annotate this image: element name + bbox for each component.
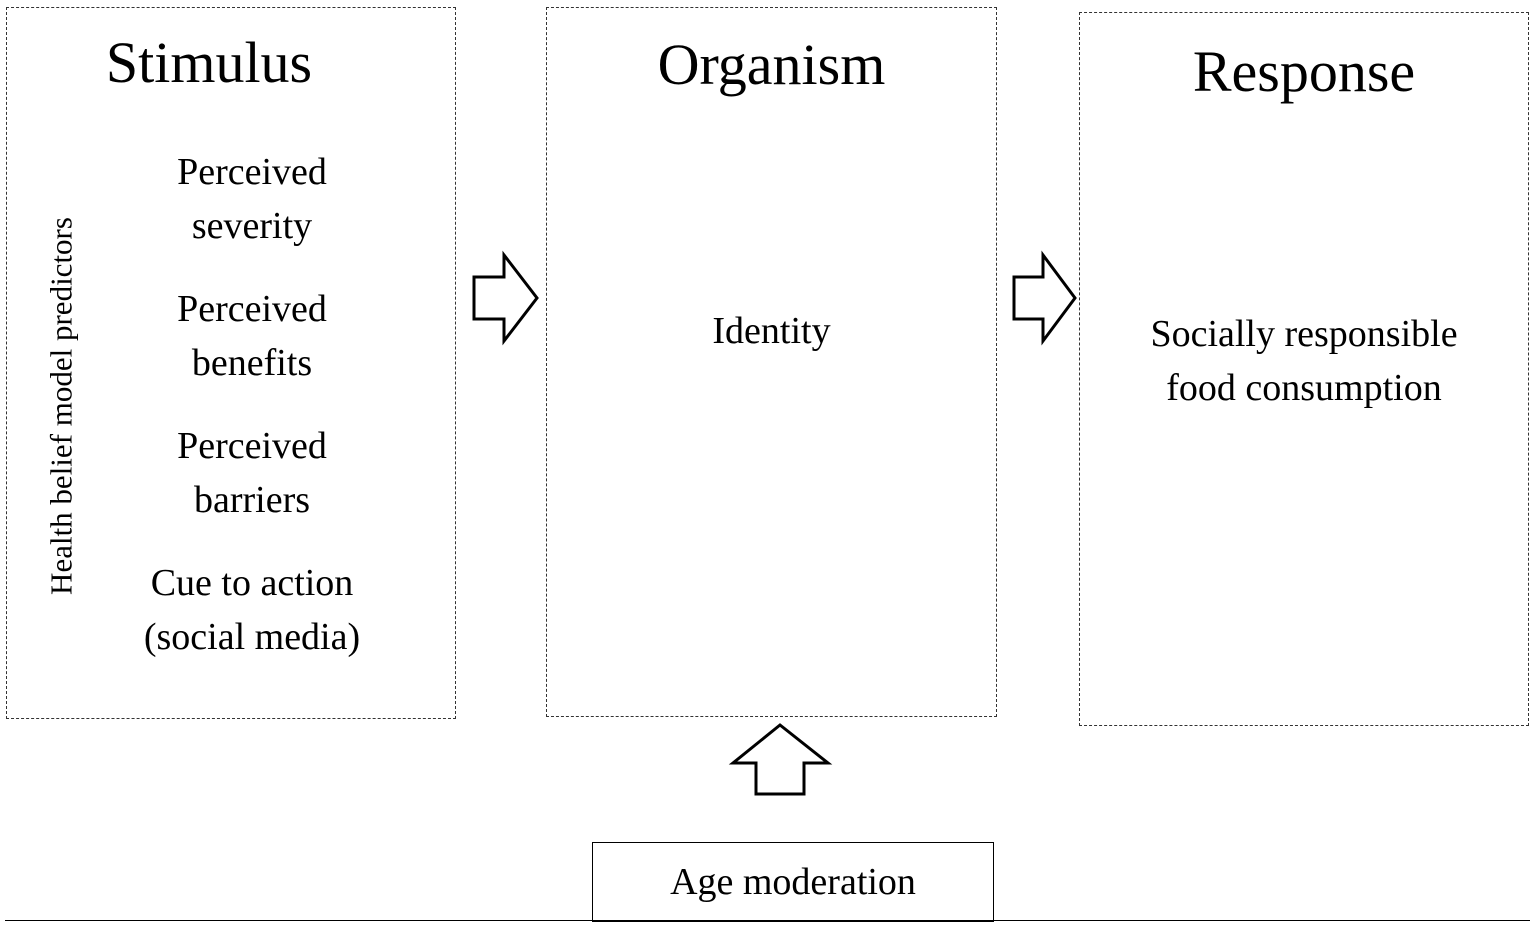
organism-title: Organism xyxy=(657,32,886,97)
predictor-perceived-benefits: Perceived benefits xyxy=(87,282,417,390)
age-moderation-label: Age moderation xyxy=(670,861,916,903)
predictor-line: (social media) xyxy=(143,616,361,658)
predictor-line: barriers xyxy=(193,479,311,521)
response-label-line: Socially responsible xyxy=(1150,313,1458,355)
response-label-line: food consumption xyxy=(1166,367,1442,409)
stimulus-box: Stimulus Health belief model predictors … xyxy=(6,7,456,719)
arrow-age-to-organism xyxy=(728,723,833,796)
predictor-line: severity xyxy=(191,205,313,247)
stimulus-title: Stimulus xyxy=(105,30,313,95)
arrow-stimulus-to-organism xyxy=(472,250,539,346)
predictor-line: Perceived xyxy=(177,425,327,467)
predictor-perceived-severity: Perceived severity xyxy=(87,145,417,253)
organism-box: Organism Identity xyxy=(546,7,997,717)
response-box: Response Socially responsible food consu… xyxy=(1079,12,1529,726)
predictor-perceived-barriers: Perceived barriers xyxy=(87,419,417,527)
baseline-rule xyxy=(5,920,1530,921)
response-title: Response xyxy=(1192,39,1416,104)
predictor-line: Perceived xyxy=(177,288,327,330)
age-moderation-box: Age moderation xyxy=(592,842,994,922)
predictor-line: Cue to action xyxy=(150,562,354,604)
predictor-line: Perceived xyxy=(177,151,327,193)
organism-label: Identity xyxy=(712,310,831,352)
predictor-line: benefits xyxy=(191,342,313,384)
predictor-cue-to-action: Cue to action (social media) xyxy=(87,556,417,664)
response-label: Socially responsible food consumption xyxy=(1080,307,1528,415)
arrow-organism-to-response xyxy=(1012,250,1077,346)
